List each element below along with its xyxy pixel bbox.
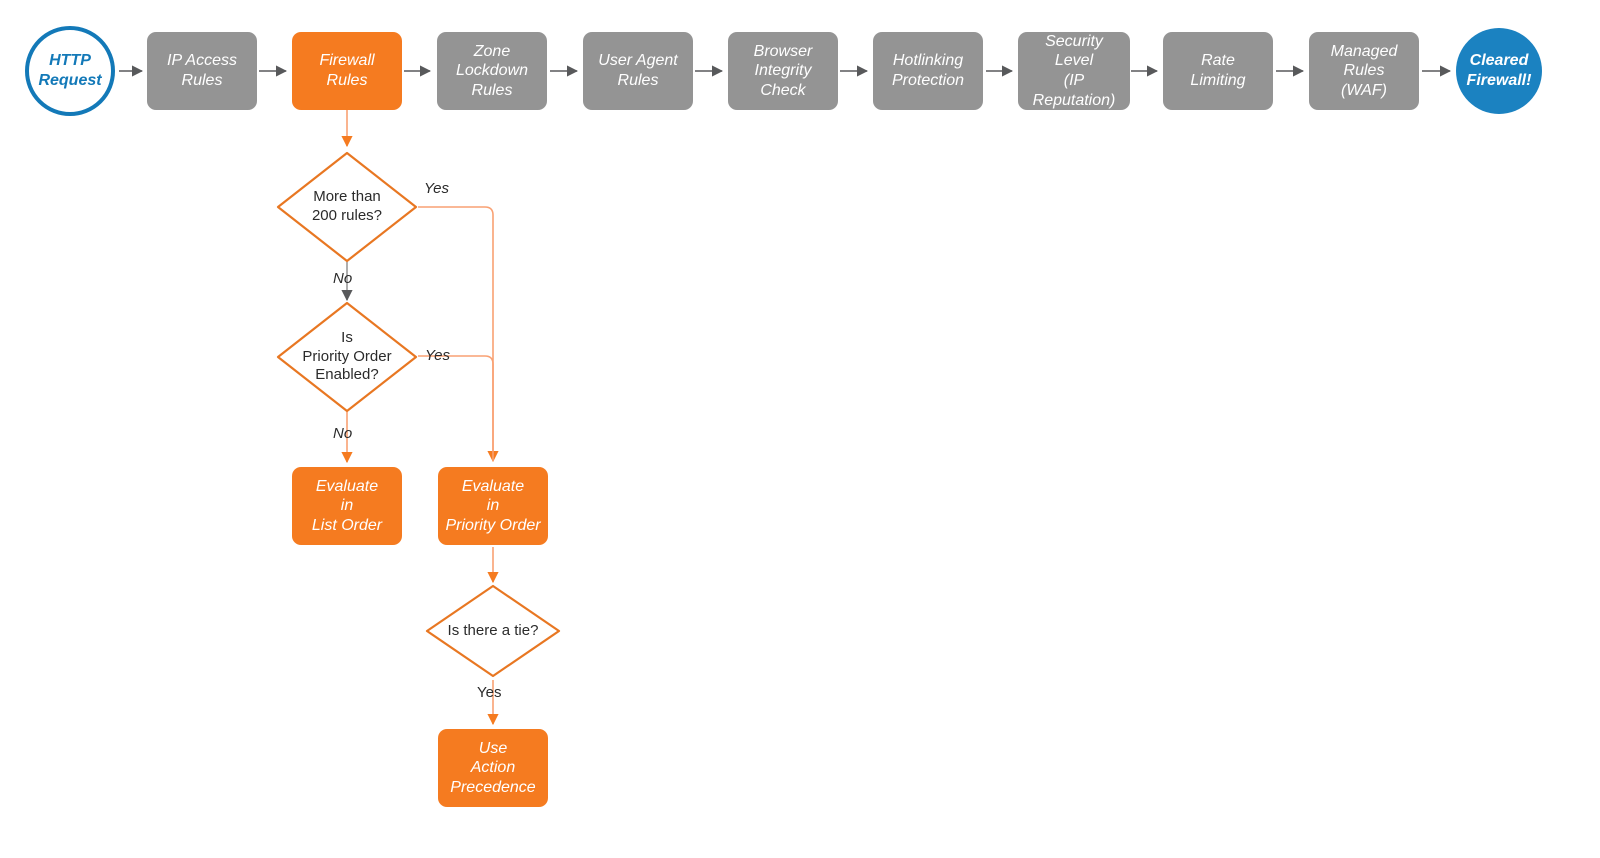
- node-http-request[interactable]: HTTP Request: [25, 26, 115, 116]
- node-rate-limiting[interactable]: Rate Limiting: [1163, 32, 1273, 110]
- node-hotlinking-protection[interactable]: Hotlinking Protection: [873, 32, 983, 110]
- edge-yes-priority-to-evaluate-priority: [418, 355, 494, 461]
- node-cleared-firewall[interactable]: Cleared Firewall!: [1456, 28, 1542, 114]
- decision-label-priority-order: Is Priority Order Enabled?: [302, 328, 392, 384]
- edge-label-no-priority-order: No: [333, 425, 353, 442]
- node-evaluate-in-priority-order[interactable]: Evaluate in Priority Order: [438, 467, 548, 545]
- decision-is-there-a-tie[interactable]: Is there a tie?: [425, 584, 561, 678]
- decision-label-200-rules: More than 200 rules?: [311, 188, 383, 224]
- decision-label-is-there-a-tie: Is there a tie?: [447, 621, 539, 639]
- node-security-level[interactable]: Security Level (IP Reputation): [1018, 32, 1130, 110]
- edge-label-no-200-rules: No: [333, 270, 353, 287]
- decision-more-than-200-rules[interactable]: More than 200 rules?: [276, 151, 418, 263]
- edge-label-yes-200-rules: Yes: [424, 180, 450, 197]
- diamond-shape-200-rules: [276, 151, 418, 263]
- node-evaluate-in-list-order[interactable]: Evaluate in List Order: [292, 467, 402, 545]
- node-managed-rules-waf[interactable]: Managed Rules (WAF): [1309, 32, 1419, 110]
- edge-label-yes-tie: Yes: [477, 684, 502, 701]
- diamond-shape-is-there-a-tie: [425, 584, 561, 678]
- decision-is-priority-order-enabled[interactable]: Is Priority Order Enabled?: [276, 301, 418, 413]
- node-user-agent-rules[interactable]: User Agent Rules: [583, 32, 693, 110]
- node-browser-integrity-check[interactable]: Browser Integrity Check: [728, 32, 838, 110]
- edge-label-yes-priority-order: Yes: [425, 347, 451, 364]
- node-firewall-rules[interactable]: Firewall Rules: [292, 32, 402, 110]
- node-zone-lockdown-rules[interactable]: Zone Lockdown Rules: [437, 32, 547, 110]
- node-use-action-precedence[interactable]: Use Action Precedence: [438, 729, 548, 807]
- node-ip-access-rules[interactable]: IP Access Rules: [147, 32, 257, 110]
- diamond-shape-priority-order: [276, 301, 418, 413]
- edge-yes-200-to-evaluate-priority: [418, 206, 499, 463]
